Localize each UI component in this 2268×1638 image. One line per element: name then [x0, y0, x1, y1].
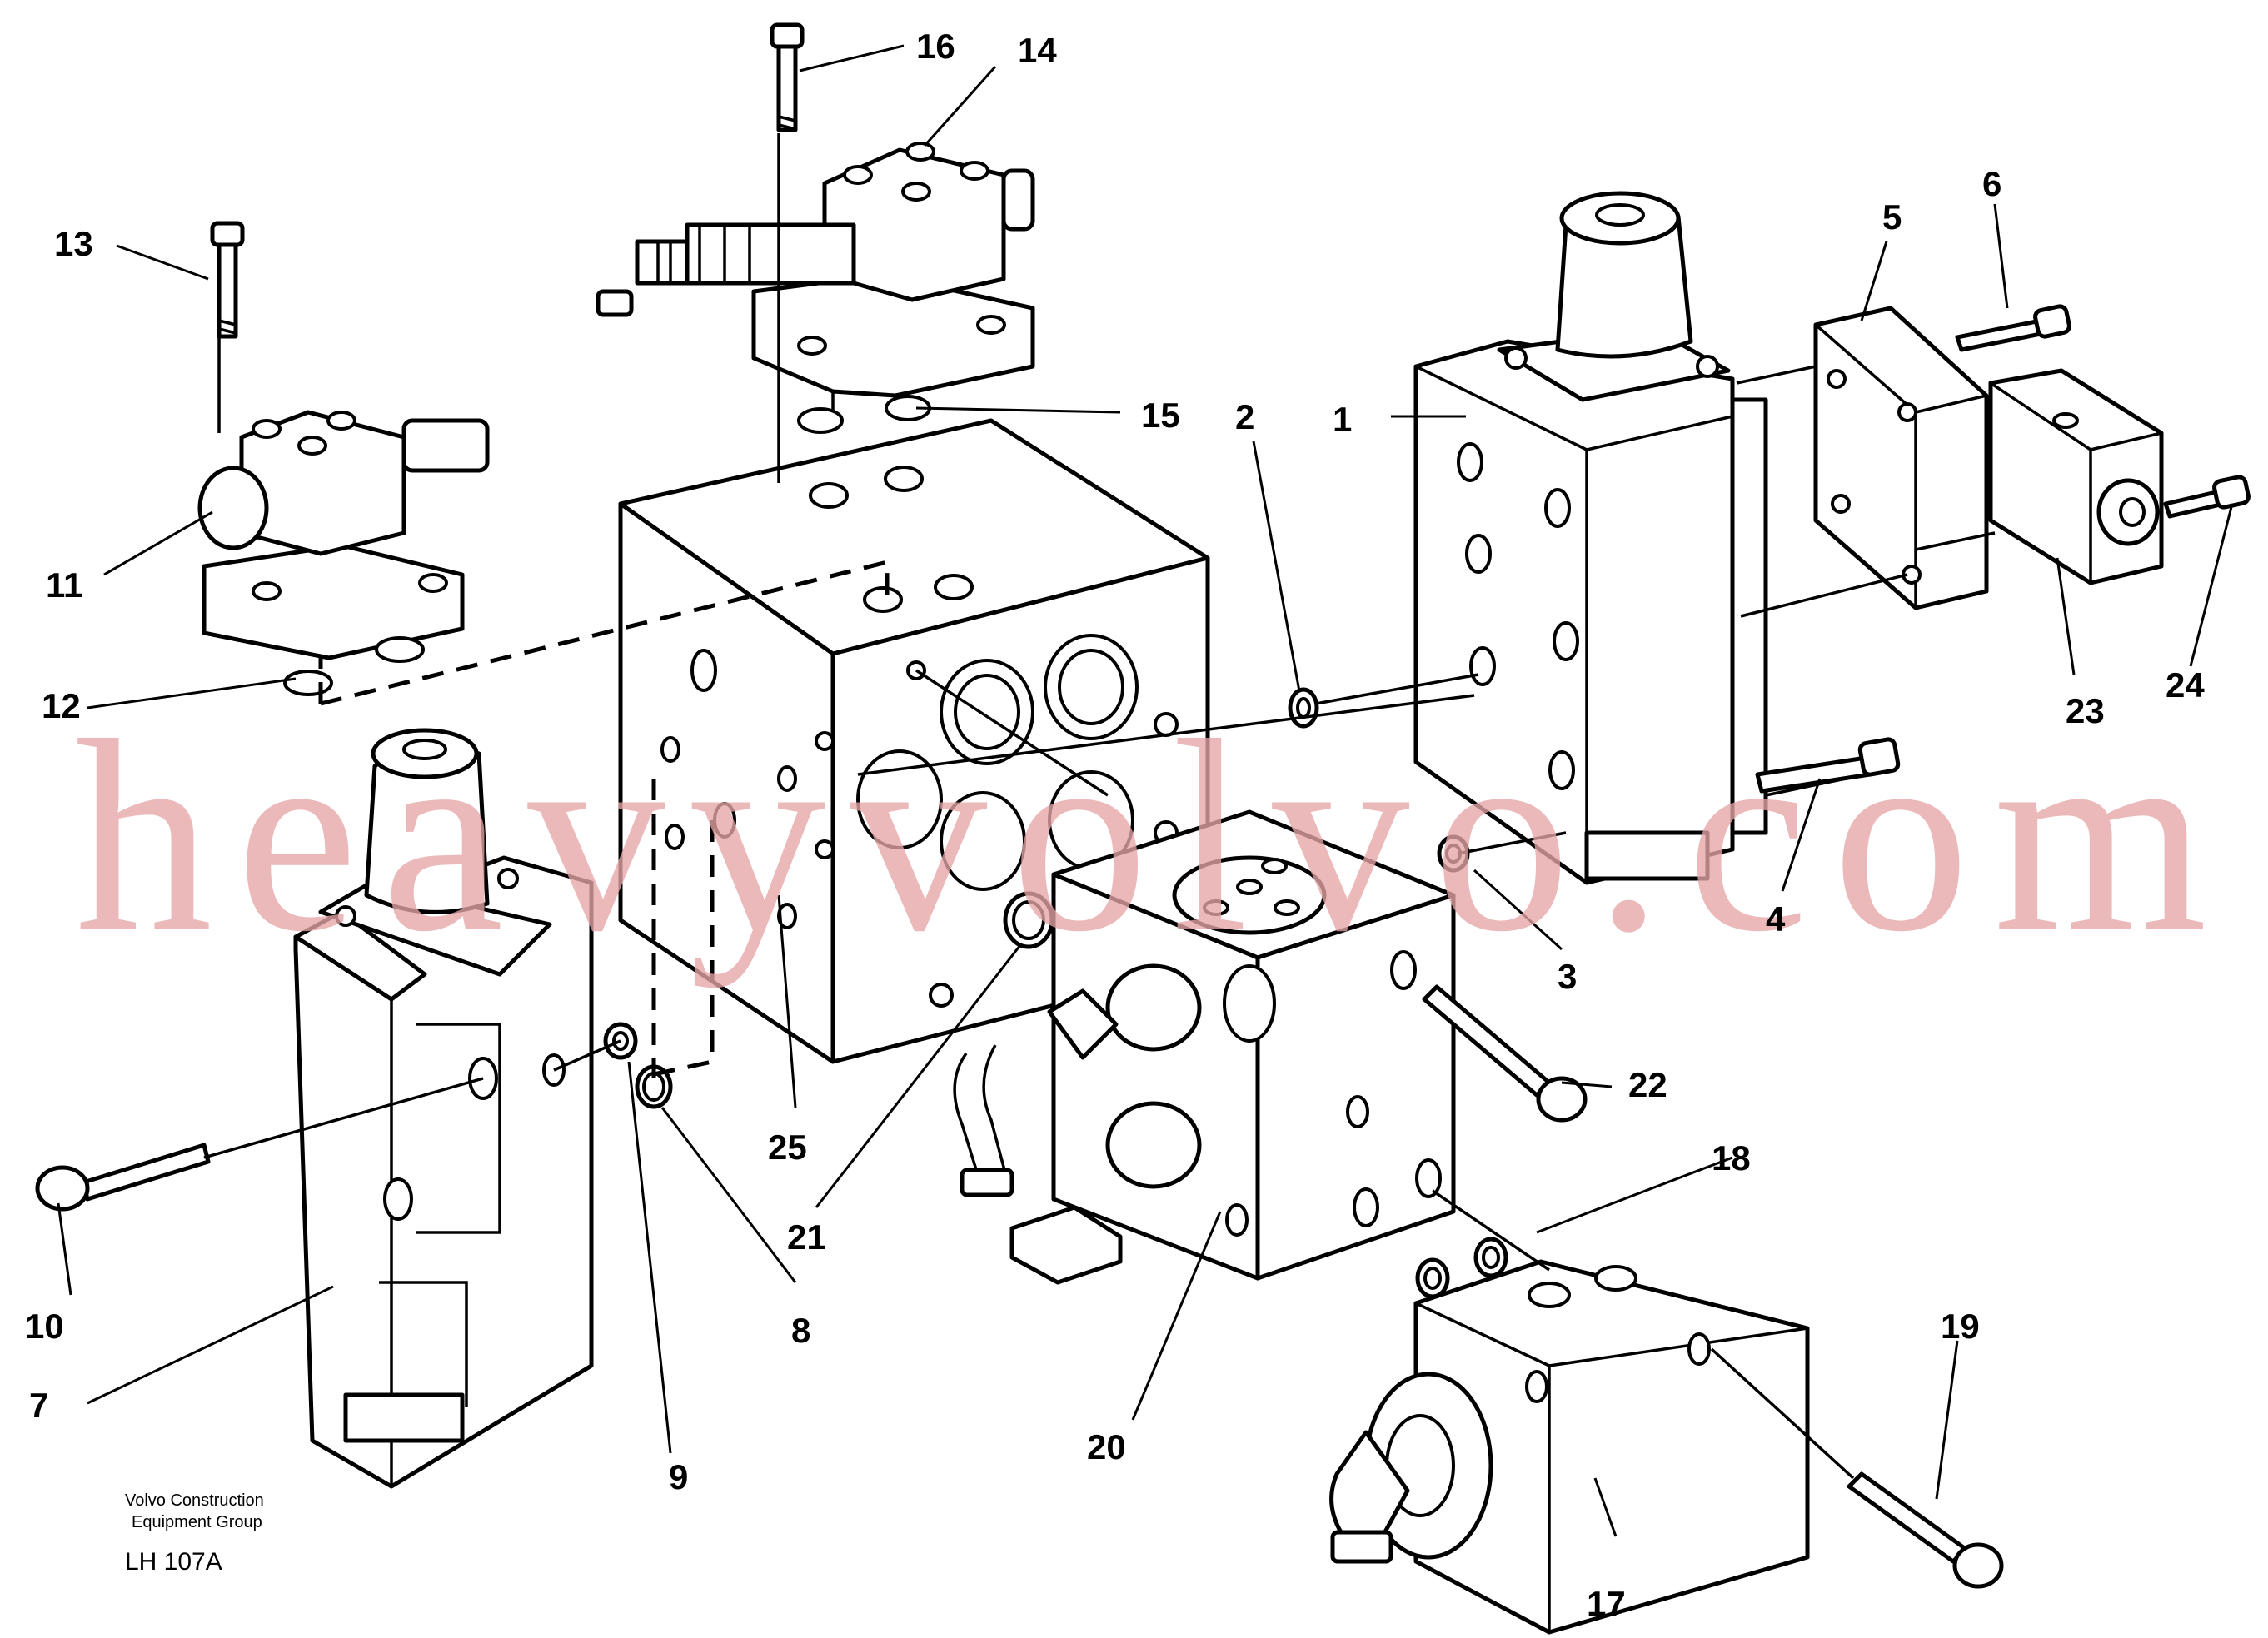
callout-6: 6 [1982, 164, 2001, 203]
leader-lines [57, 44, 2234, 1537]
callout-20: 20 [1087, 1427, 1126, 1466]
assembly-lines [203, 133, 1996, 1480]
bolt-4 [1755, 737, 1901, 794]
callout-10: 10 [25, 1307, 64, 1346]
bolt-16 [770, 22, 805, 132]
watermark-text: heavyvolvo.com [75, 685, 2207, 988]
callout-5: 5 [1882, 197, 1902, 236]
intermediate-block [953, 809, 1456, 1285]
callout-25: 25 [768, 1128, 807, 1167]
caption-line-2: Equipment Group [132, 1513, 262, 1531]
pilot-valve-left [197, 410, 490, 696]
callout-12: 12 [42, 686, 81, 725]
callout-19: 19 [1941, 1307, 1980, 1346]
callout-14: 14 [1018, 31, 1057, 70]
block-23 [1988, 368, 2164, 585]
callout-4: 4 [1766, 899, 1786, 938]
callout-3: 3 [1558, 957, 1577, 996]
caption-block: Volvo Construction Equipment Group LH 10… [125, 1491, 264, 1576]
callout-9: 9 [669, 1457, 688, 1496]
bolt-19 [1847, 1471, 2004, 1589]
callout-11: 11 [46, 565, 82, 605]
callout-18: 18 [1712, 1138, 1751, 1177]
callout-13: 13 [54, 224, 93, 263]
seal-3 [1437, 834, 1470, 873]
solenoid-valve-7 [293, 728, 594, 1489]
callout-16: 16 [916, 27, 955, 66]
bolt-24 [2163, 475, 2251, 519]
pilot-valve-top [596, 142, 1035, 434]
callout-24: 24 [2166, 665, 2205, 704]
callout-2: 2 [1235, 397, 1254, 436]
caption-line-1: Volvo Construction [125, 1491, 264, 1510]
callout-22: 22 [1628, 1065, 1667, 1104]
callout-23: 23 [2066, 691, 2105, 730]
solenoid-valve-1 [1413, 191, 1768, 885]
bolt-6 [1955, 304, 2071, 352]
callout-7: 7 [29, 1386, 48, 1425]
caption-code: LH 107A [125, 1548, 222, 1576]
bolt-10 [35, 1143, 211, 1212]
bolt-22 [1422, 984, 1588, 1123]
callout-8: 8 [791, 1311, 810, 1350]
bolt-13 [210, 221, 245, 339]
seals-18 [1415, 1237, 1508, 1299]
valve-17 [1329, 1259, 1810, 1635]
plate-5 [1813, 306, 1989, 610]
callout-labels: 1 2 3 4 5 6 7 8 9 10 11 12 13 14 15 16 1… [25, 27, 2205, 1623]
callout-15: 15 [1141, 396, 1180, 435]
callout-1: 1 [1333, 400, 1352, 439]
callout-21: 21 [787, 1217, 826, 1257]
o-ring-21 [1003, 891, 1054, 949]
callout-17: 17 [1587, 1584, 1626, 1623]
